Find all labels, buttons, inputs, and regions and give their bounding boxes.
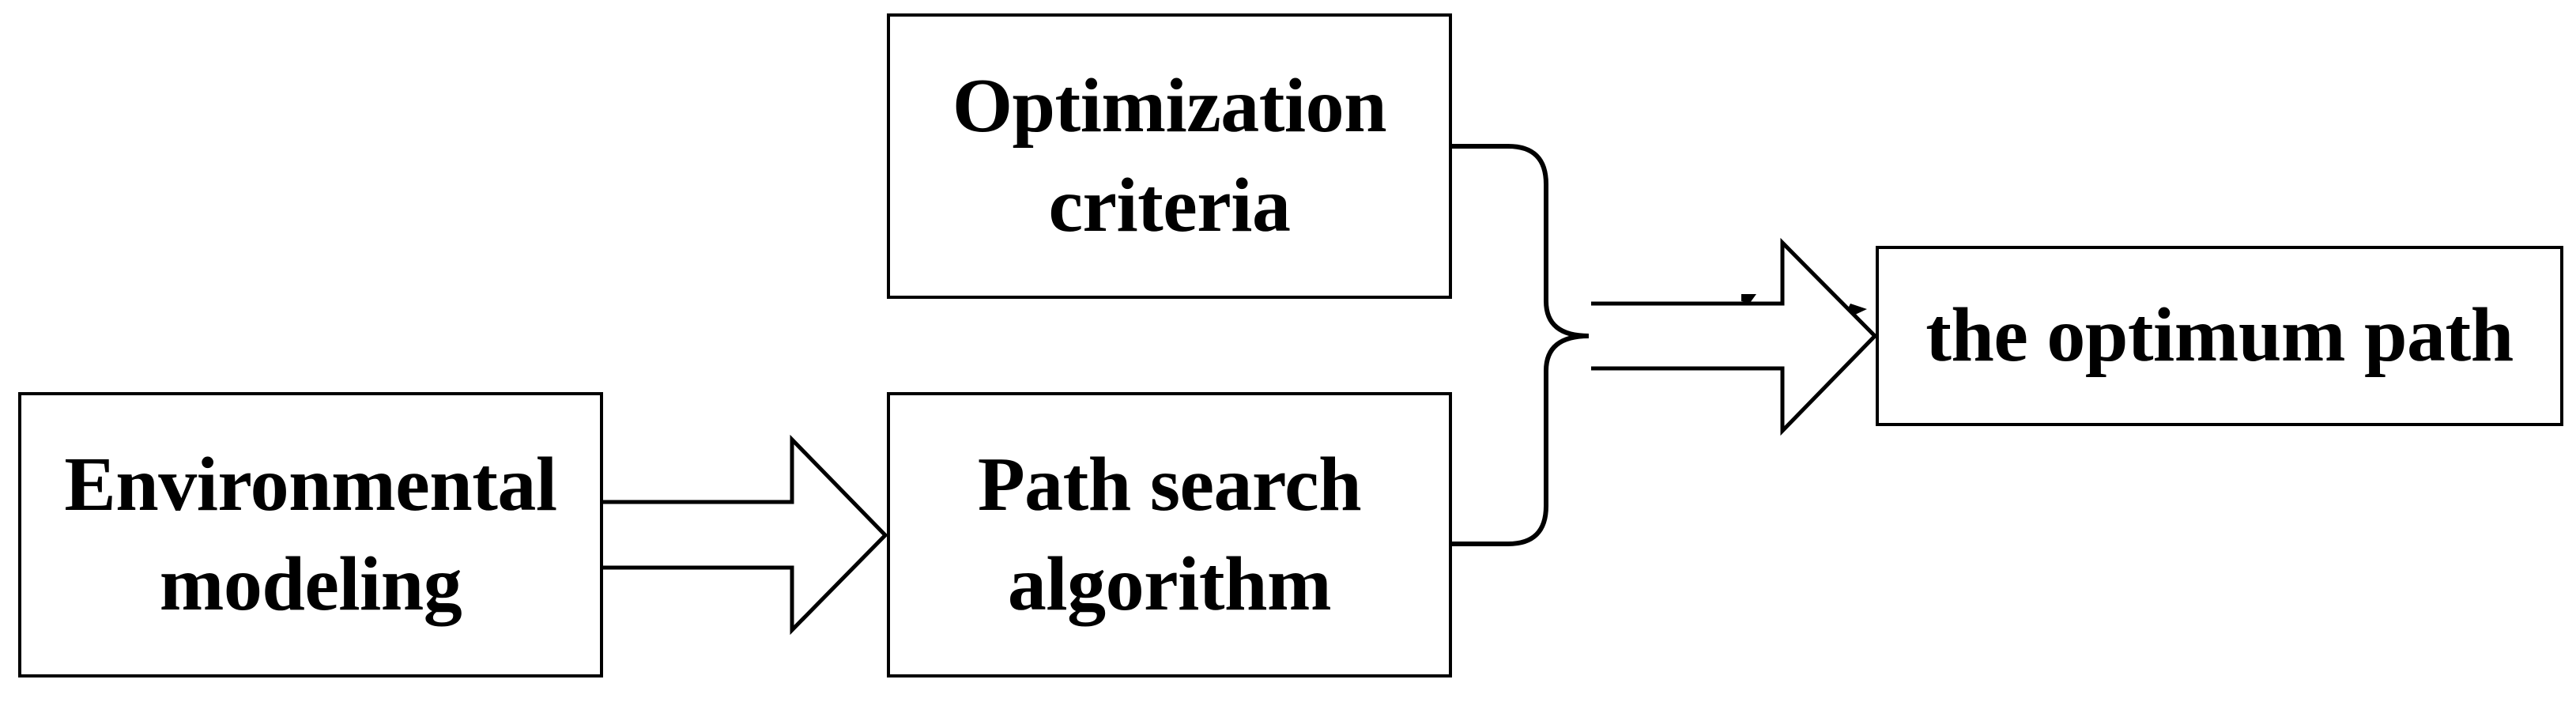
block-arrow-environmental-to-path-search [603, 434, 888, 636]
node-path-search-algorithm[interactable]: Path search algorithm [887, 392, 1452, 677]
connector-path-search-to-merge [1452, 334, 1590, 546]
node-the-optimum-path[interactable]: the optimum path [1876, 246, 2563, 426]
scan-artifact-mark-arrowhead [1848, 304, 1867, 315]
node-label-environmental-modeling: Environmental modeling [64, 442, 557, 627]
node-label-path-search-algorithm: Path search algorithm [977, 442, 1362, 627]
connector-optimization-to-merge [1452, 144, 1590, 338]
block-arrow-merge-to-optimum-path [1591, 237, 1878, 436]
scan-artifact-mark-shaft [1741, 294, 1756, 303]
node-environmental-modeling[interactable]: Environmental modeling [18, 392, 603, 677]
node-label-the-optimum-path: the optimum path [1925, 292, 2514, 379]
node-optimization-criteria[interactable]: Optimization criteria [887, 13, 1452, 299]
node-label-optimization-criteria: Optimization criteria [952, 63, 1387, 248]
